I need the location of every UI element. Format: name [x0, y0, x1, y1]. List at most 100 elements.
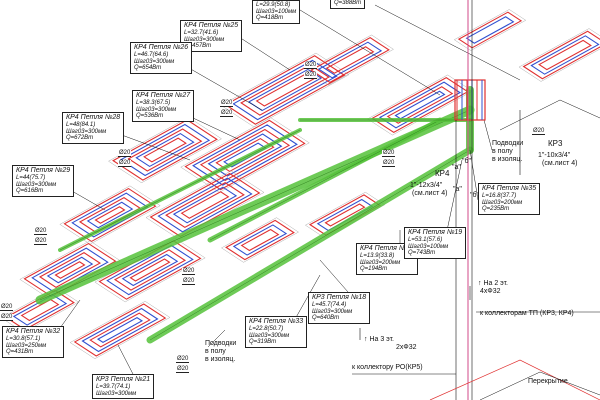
kp4-collector-label: КР4	[435, 169, 450, 178]
return-pipe	[81, 307, 159, 353]
branch-conduit-edge	[59, 129, 301, 251]
supply-pipe	[538, 39, 592, 71]
supply-pipe	[371, 76, 469, 134]
loop-power: Q=194Вт	[360, 266, 388, 273]
loop-length: L=29.9(50.8)	[256, 2, 291, 8]
loop-label-kp4-33: КР4 Петля №33 L=22.8(50.7) Шаг03=300мм Q…	[245, 316, 308, 348]
floor3-dest: к коллектору РО(КР5)	[352, 364, 423, 371]
loop-title: КР4 Петля №32	[6, 328, 61, 335]
ceiling-outline	[429, 359, 600, 400]
return-pipe	[135, 132, 195, 168]
loop-label-kp3-18: КР3 Петля №18 L=45.7(74.4) Шаг03=300мм Q…	[308, 292, 371, 324]
supply-pipe	[325, 46, 375, 74]
supply-pipe	[94, 206, 126, 224]
loop-pitch: Шаг03=100мм	[408, 243, 449, 250]
ceiling-outline	[479, 371, 600, 400]
loop-label-top-b: Q=388Вт	[330, 0, 366, 9]
supply-pipe	[165, 182, 245, 228]
mid-conduit-edge	[209, 119, 441, 241]
diameter-tag: Ø20	[176, 366, 190, 373]
diameter-tag: Ø20	[382, 150, 396, 157]
loop-label-kp4-29: КР4 Петля №29 L=44(75.7) Шаг03=300мм Q=6…	[12, 165, 75, 197]
loop-length: L=46.7(64.6)	[134, 51, 169, 58]
return-pipe	[232, 224, 288, 256]
loop-length: L=32.7(41.6)	[184, 29, 219, 36]
room-outline	[304, 191, 386, 239]
supply-pipe	[112, 119, 218, 181]
room-outline	[518, 28, 600, 82]
diameter-tag: Ø20	[34, 238, 48, 245]
loop-power: Q=418Вт	[256, 15, 284, 22]
supply-pipe	[23, 242, 117, 298]
supply-pipe	[38, 252, 102, 288]
supply-pipe	[127, 128, 203, 172]
coil-loop-kp4-30	[19, 240, 121, 300]
diameter-tag: Ø20	[176, 356, 190, 363]
supply-pipe	[308, 194, 382, 236]
supply-pipe	[180, 191, 230, 219]
loop-title: КР4 Петля №33	[249, 318, 304, 325]
loop-power: Q=431Вт	[6, 349, 34, 356]
return-pipe	[317, 41, 383, 79]
return-pipe	[207, 133, 283, 177]
podvodki-note-lower: Подводки в полу в изоляц.	[205, 340, 237, 363]
return-pipe	[96, 317, 144, 343]
floor2-dest: к коллекторам ТП (КР3, КР4)	[480, 310, 574, 317]
loop-pitch: Шаг03=300мм	[312, 308, 353, 315]
loop-label-kp4-26: КР4 Петля №26 L=46.7(64.6) Шаг03=300мм Q…	[130, 42, 193, 74]
return-pipe	[86, 201, 134, 229]
diameter-tag: Ø20	[0, 304, 14, 311]
ceiling-label: Перекрытие	[528, 378, 568, 385]
loop-power: Q=388Вт	[334, 0, 362, 6]
supply-pipe	[20, 298, 60, 322]
return-pipe	[192, 124, 298, 186]
loop-length: L=22.8(50.7)	[249, 325, 284, 332]
room-outline	[221, 217, 299, 263]
coil-loop-kp4-29	[59, 185, 161, 245]
leader-line	[207, 329, 226, 348]
loop-length: L=45.7(74.4)	[312, 301, 347, 308]
supply-pipe	[143, 137, 187, 163]
room-outline	[180, 117, 310, 193]
return-pipe	[157, 177, 253, 233]
loop-label-top-a: L=29.9(50.8) Шаг03=100мм Q=418Вт	[252, 0, 301, 25]
return-pipe	[121, 253, 179, 287]
coil-loop-kp4-upper	[453, 9, 527, 51]
loop-pitch: Шаг03=300мм	[96, 390, 137, 397]
kp3-collector-pipe: 1"-10x3/4" (см.лист 4)	[538, 152, 578, 167]
mark-b-label: "б"	[462, 158, 471, 165]
coil-loop-kp4-26	[108, 116, 222, 184]
diameter-tag: Ø20	[532, 128, 546, 135]
loop-label-kp4-28: КР4 Петля №28 L=48(84.1) Шаг03=300мм Q=6…	[62, 112, 125, 144]
leader-line	[117, 344, 136, 379]
supply-pipe	[240, 228, 280, 252]
loop-title: КР4 Петля №29	[16, 167, 71, 174]
kp3-collector-label: КР3	[548, 139, 563, 148]
loop-title: КР4 Петля №27	[136, 92, 191, 99]
room-outline	[453, 9, 527, 51]
loop-length: L=38.3(67.5)	[136, 99, 171, 106]
supply-pipe	[149, 172, 261, 238]
loop-title: КР4 Петля №35	[482, 185, 537, 192]
supply-pipe	[324, 203, 366, 227]
loop-label-kp3-21: КР3 Петля №21 L=39.7(74.1) Шаг03=300мм	[92, 374, 155, 400]
supply-pipe	[184, 119, 306, 191]
loop-length: L=30.8(57.1)	[6, 335, 41, 342]
podvodki-note-upper: Подводки в полу в изоляц.	[492, 140, 524, 163]
loop-power: Q=672Вт	[66, 135, 94, 142]
lower-conduit-edge	[149, 149, 471, 341]
loop-title: КР4 Петля №25	[184, 22, 239, 29]
loop-power: Q=616Вт	[16, 188, 44, 195]
diameter-tag: Ø20	[182, 268, 196, 275]
supply-pipe	[522, 30, 600, 80]
coil-loop-kp3-21	[69, 301, 171, 359]
coil-loop-kp4-28	[145, 170, 265, 240]
return-pipe	[394, 90, 446, 120]
loop-power: Q=457Вт	[184, 43, 212, 50]
coil-loop-kp4-24	[306, 34, 394, 86]
loop-title: КР4 Петля №28	[66, 114, 121, 121]
coil-loop-kp4-25	[220, 52, 350, 128]
floor2-note: ↑ На 2 эт. 4xФ32	[478, 280, 508, 295]
